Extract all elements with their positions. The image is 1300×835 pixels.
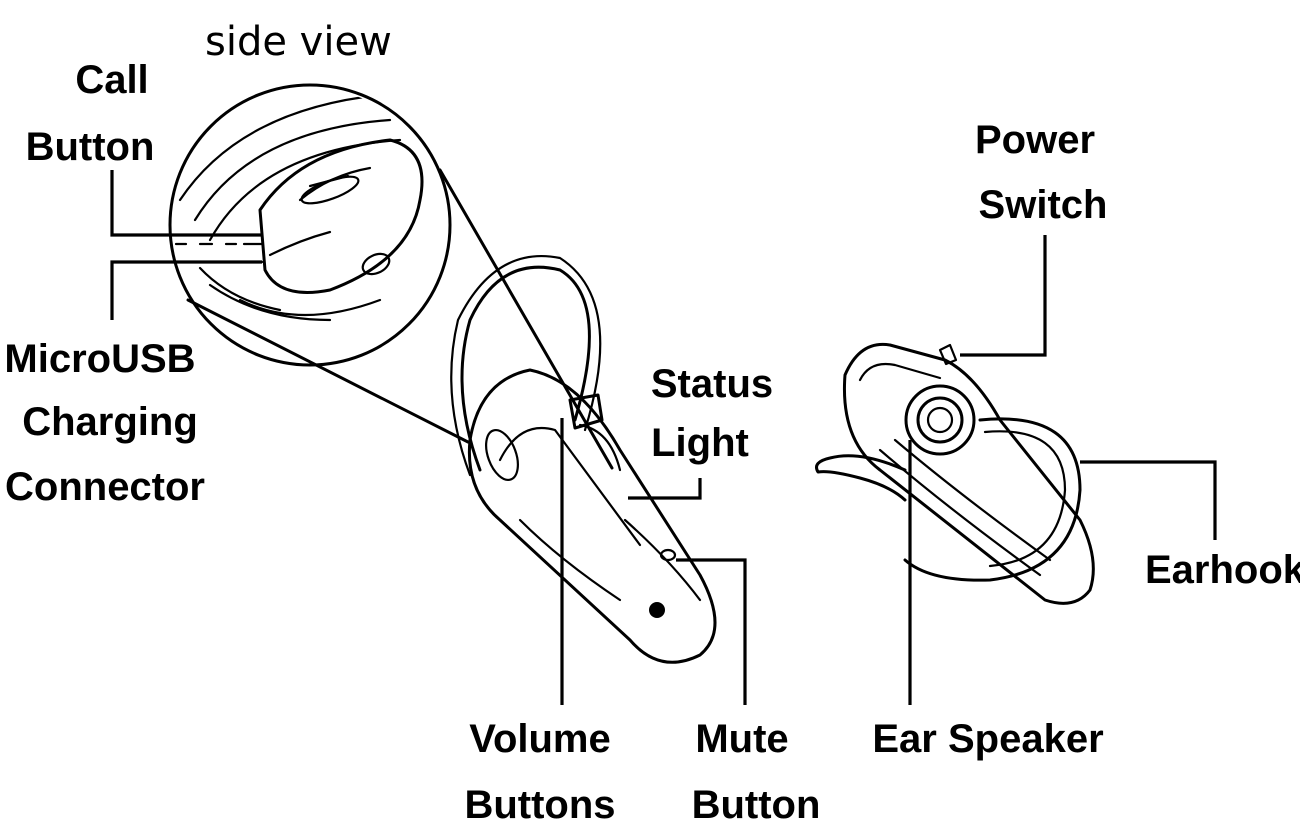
svg-text:Button: Button xyxy=(692,783,821,827)
svg-text:Button: Button xyxy=(26,125,155,169)
headset-back-view xyxy=(815,342,1095,605)
svg-text:Light: Light xyxy=(651,421,749,465)
svg-text:Power: Power xyxy=(975,118,1095,162)
earhook-leader xyxy=(1080,460,1217,540)
svg-text:Switch: Switch xyxy=(979,183,1108,227)
microusb-leader xyxy=(110,260,262,320)
svg-text:Mute: Mute xyxy=(695,717,788,761)
label-call-button: Call Button xyxy=(26,58,155,169)
call-button-leader xyxy=(110,170,262,237)
svg-text:Buttons: Buttons xyxy=(464,783,615,827)
svg-text:Call: Call xyxy=(75,58,148,102)
svg-text:Status: Status xyxy=(651,362,773,406)
label-mute-button: Mute Button xyxy=(692,717,821,827)
svg-text:Volume: Volume xyxy=(469,717,611,761)
status-light-leader xyxy=(628,478,702,500)
label-earhook: Earhook xyxy=(1145,548,1300,592)
power-switch-leader xyxy=(960,235,1047,357)
headset-front-view xyxy=(450,255,717,664)
label-ear-speaker: Ear Speaker xyxy=(872,717,1103,761)
label-status-light: Status Light xyxy=(651,362,773,465)
svg-text:Connector: Connector xyxy=(5,465,205,509)
label-volume-buttons: Volume Buttons xyxy=(464,717,615,827)
side-view-magnifier xyxy=(168,83,614,470)
label-microusb-connector: MicroUSB Charging Connector xyxy=(4,337,205,509)
side-view-caption: side view xyxy=(205,19,392,65)
label-power-switch: Power Switch xyxy=(975,118,1107,227)
mute-button-leader xyxy=(676,558,747,705)
svg-text:Charging: Charging xyxy=(22,400,198,444)
svg-text:MicroUSB: MicroUSB xyxy=(4,337,195,381)
